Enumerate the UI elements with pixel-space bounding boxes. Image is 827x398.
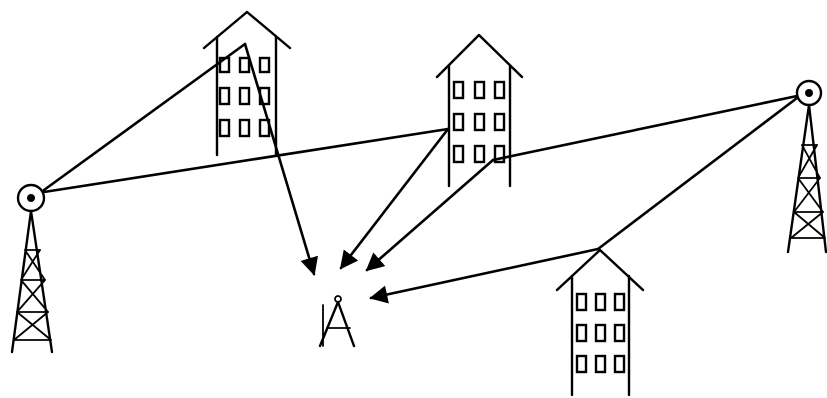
building-1-icon bbox=[202, 10, 292, 157]
receiver-antenna-icon bbox=[318, 295, 356, 348]
path-right-via-building-3 bbox=[369, 96, 799, 304]
tower-left-icon bbox=[10, 183, 54, 354]
building-3-icon bbox=[555, 248, 645, 397]
tower-right-icon bbox=[786, 79, 827, 254]
path-left-via-building-2 bbox=[42, 127, 450, 270]
path-right-via-building-2 bbox=[365, 94, 799, 272]
building-2-icon bbox=[435, 33, 524, 188]
path-left-via-building-1 bbox=[42, 42, 319, 276]
